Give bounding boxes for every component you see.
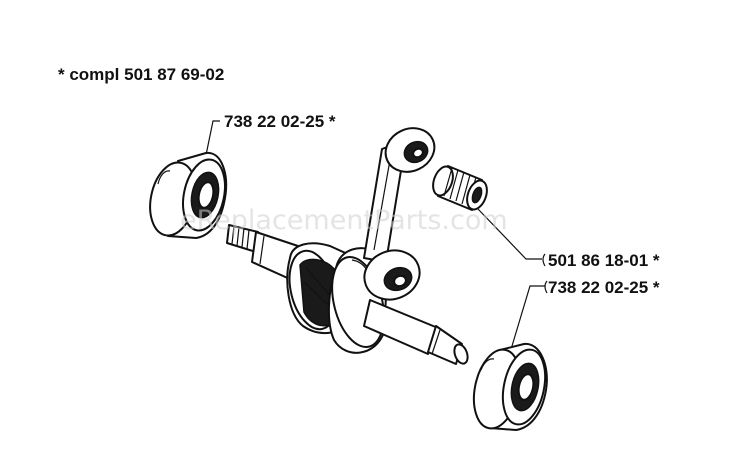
leader-line-bearing-bottom [511, 280, 548, 347]
part-label-bearing-top: 738 22 02-25 * [224, 112, 336, 131]
crankshaft [226, 127, 469, 365]
leader-line-needle-bearing [477, 208, 546, 267]
watermark-text: eReplacementParts.com [180, 205, 508, 236]
ball-bearing-top [149, 151, 228, 239]
part-label-needle-bearing: 501 86 18-01 * [548, 251, 660, 270]
ball-bearing-bottom [472, 342, 548, 431]
leader-line-bearing-top [204, 120, 220, 161]
part-label-bearing-bottom: 738 22 02-25 * [548, 278, 660, 297]
needle-bearing [432, 165, 488, 211]
assembly-label: * compl 501 87 69-02 [58, 65, 224, 84]
